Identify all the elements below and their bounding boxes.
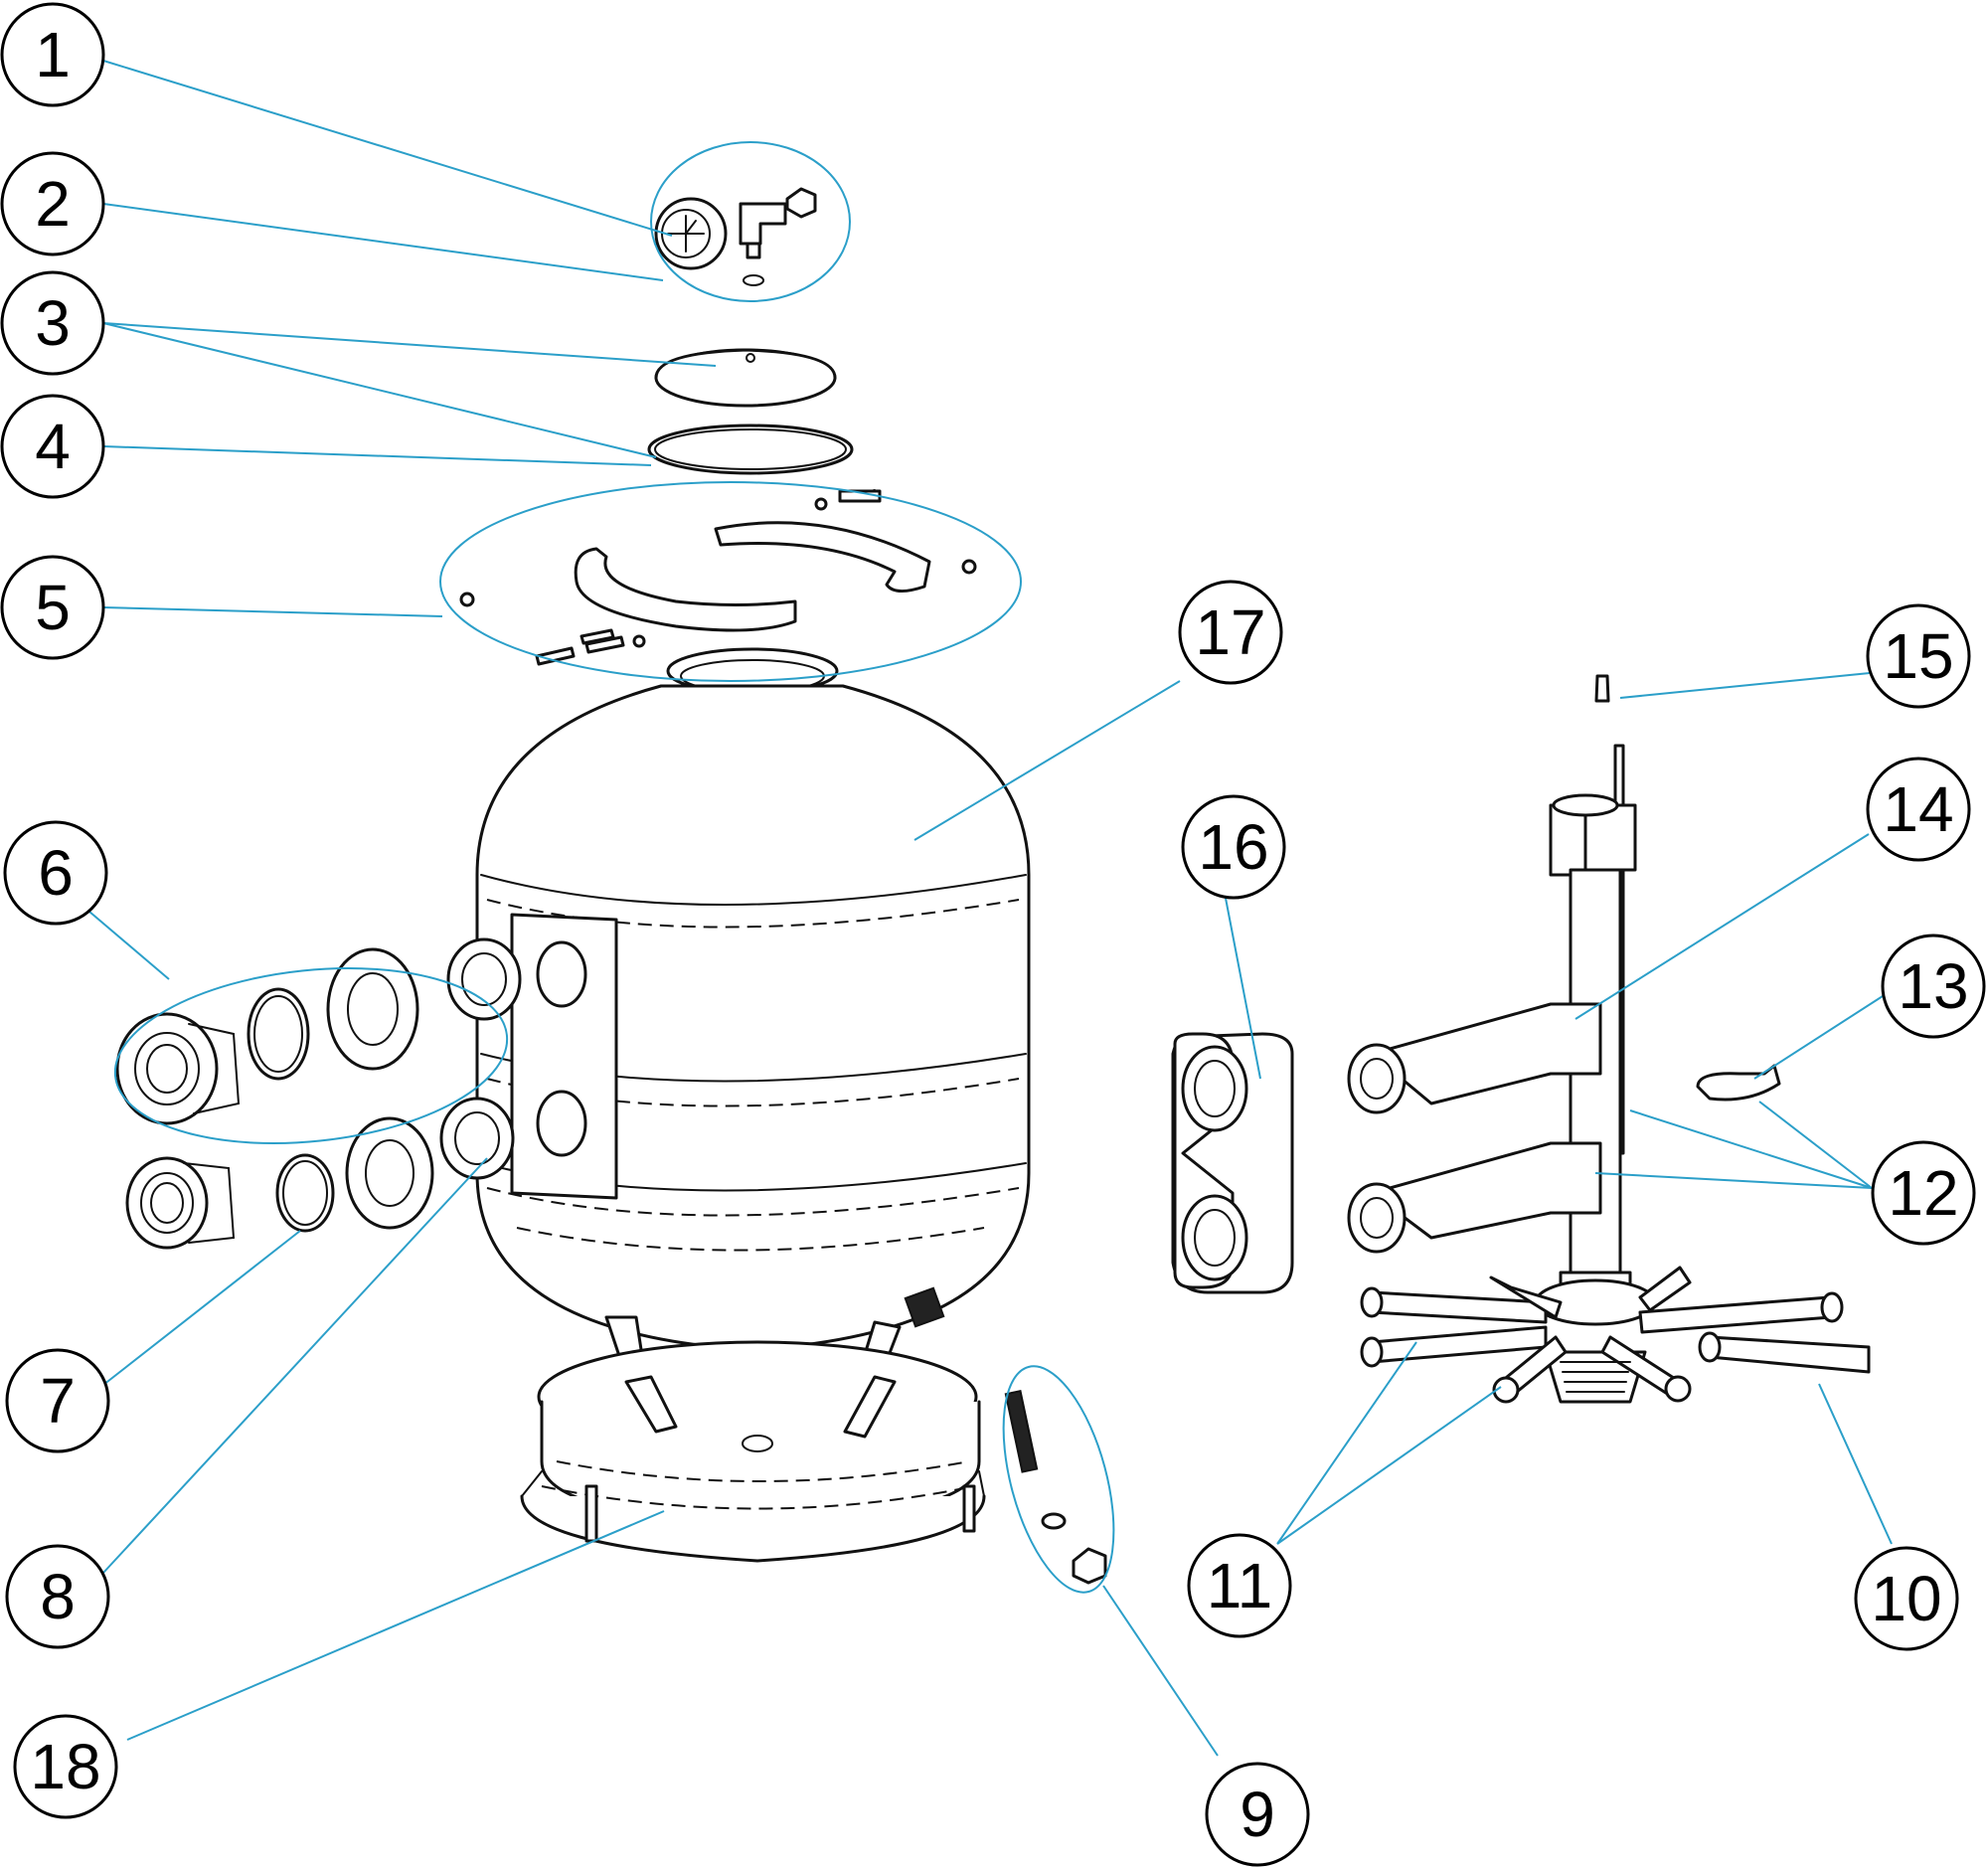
callout-6-label: 6 <box>38 837 74 909</box>
callout-15: 15 <box>1866 603 1971 709</box>
callout-8-label: 8 <box>40 1561 76 1632</box>
callout-15-label: 15 <box>1883 620 1953 692</box>
callout-10: 10 <box>1854 1546 1959 1651</box>
callout-5: 5 <box>0 555 105 660</box>
callout-3-label: 3 <box>35 287 71 359</box>
callout-5-label: 5 <box>35 572 71 643</box>
callout-7: 7 <box>5 1348 110 1453</box>
callout-1: 1 <box>0 2 105 107</box>
pressure-gauge-kit <box>654 187 817 286</box>
callout-12-label: 12 <box>1888 1157 1958 1229</box>
callout-6: 6 <box>3 820 108 926</box>
callout-3: 3 <box>0 270 105 376</box>
filter-base <box>520 1340 986 1563</box>
callout-7-label: 7 <box>40 1365 76 1437</box>
filter-lid <box>654 348 837 408</box>
port-gasket <box>1171 1032 1294 1294</box>
callout-2: 2 <box>0 151 105 256</box>
callout-14: 14 <box>1866 757 1971 862</box>
callout-18: 18 <box>13 1714 118 1819</box>
group-outline-5 <box>439 481 1022 682</box>
callout-11: 11 <box>1187 1533 1292 1638</box>
callout-18-label: 18 <box>30 1731 100 1802</box>
callout-13: 13 <box>1881 934 1986 1039</box>
callout-4-label: 4 <box>35 411 71 482</box>
group-outline-6 <box>113 967 509 1144</box>
lateral-clip <box>1696 1064 1781 1102</box>
callout-16-label: 16 <box>1198 811 1268 883</box>
union-kit-lower <box>125 1116 434 1250</box>
callout-16: 16 <box>1181 794 1286 900</box>
leader-lines <box>88 60 1893 1757</box>
callout-17: 17 <box>1178 580 1283 685</box>
callout-10-label: 10 <box>1871 1563 1941 1634</box>
union-kit-upper <box>115 947 419 1125</box>
lid-o-ring <box>647 424 854 475</box>
callout-13-label: 13 <box>1898 950 1968 1022</box>
callout-2-label: 2 <box>35 168 71 240</box>
group-outline-1-2 <box>650 141 851 302</box>
callout-11-label: 11 <box>1207 1550 1272 1621</box>
internal-lateral-assembly <box>1347 674 1871 1404</box>
group-outline-9 <box>1002 1365 1115 1594</box>
callout-4: 4 <box>0 394 105 499</box>
callout-8: 8 <box>5 1544 110 1649</box>
callout-14-label: 14 <box>1883 773 1953 845</box>
filter-tank <box>439 647 1031 1394</box>
clamp-kit <box>459 489 977 666</box>
callout-17-label: 17 <box>1195 596 1265 668</box>
callout-12: 12 <box>1871 1140 1976 1246</box>
callout-1-label: 1 <box>35 19 71 90</box>
callout-9: 9 <box>1205 1762 1310 1867</box>
drain-kit <box>1004 1390 1107 1585</box>
callout-9-label: 9 <box>1240 1779 1275 1850</box>
